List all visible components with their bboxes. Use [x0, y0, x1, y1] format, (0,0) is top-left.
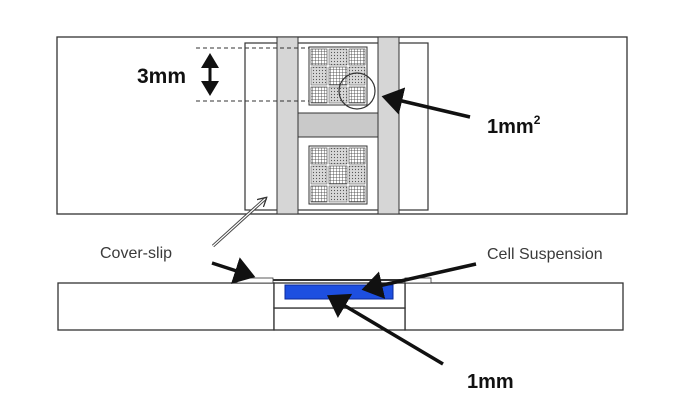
arrow-cover-slip-top-inner — [212, 198, 266, 247]
right-pillar — [377, 36, 400, 215]
slide-right-block — [404, 282, 624, 331]
arrow-cell-suspension — [361, 262, 477, 299]
cover-slip-left-edge — [236, 277, 274, 284]
top-view — [56, 36, 628, 215]
arrow-cover-slip-side — [211, 257, 256, 284]
cell-suspension-label: Cell Suspension — [487, 246, 603, 263]
depth-label: 3mm — [137, 65, 186, 88]
grid-area-label-sup: 2 — [534, 113, 541, 127]
left-pillar — [276, 36, 299, 215]
annotation-arrows — [211, 87, 477, 366]
arrow-to-grid-area — [381, 87, 471, 119]
grid-area-label-main: 1mm — [487, 116, 534, 138]
counting-grid-lower — [308, 145, 368, 205]
chamber-depth-label: 1mm — [467, 371, 514, 393]
chamber-floor-block — [273, 307, 406, 331]
counting-grid-upper — [308, 46, 368, 106]
center-channel — [297, 112, 379, 138]
arrow-chamber-depth — [326, 293, 444, 366]
slide-left-block — [57, 282, 275, 331]
cover-slip-label: Cover-slip — [100, 245, 172, 262]
grid-area-label: 1mm2 — [487, 113, 541, 138]
highlight-circle — [338, 72, 376, 110]
